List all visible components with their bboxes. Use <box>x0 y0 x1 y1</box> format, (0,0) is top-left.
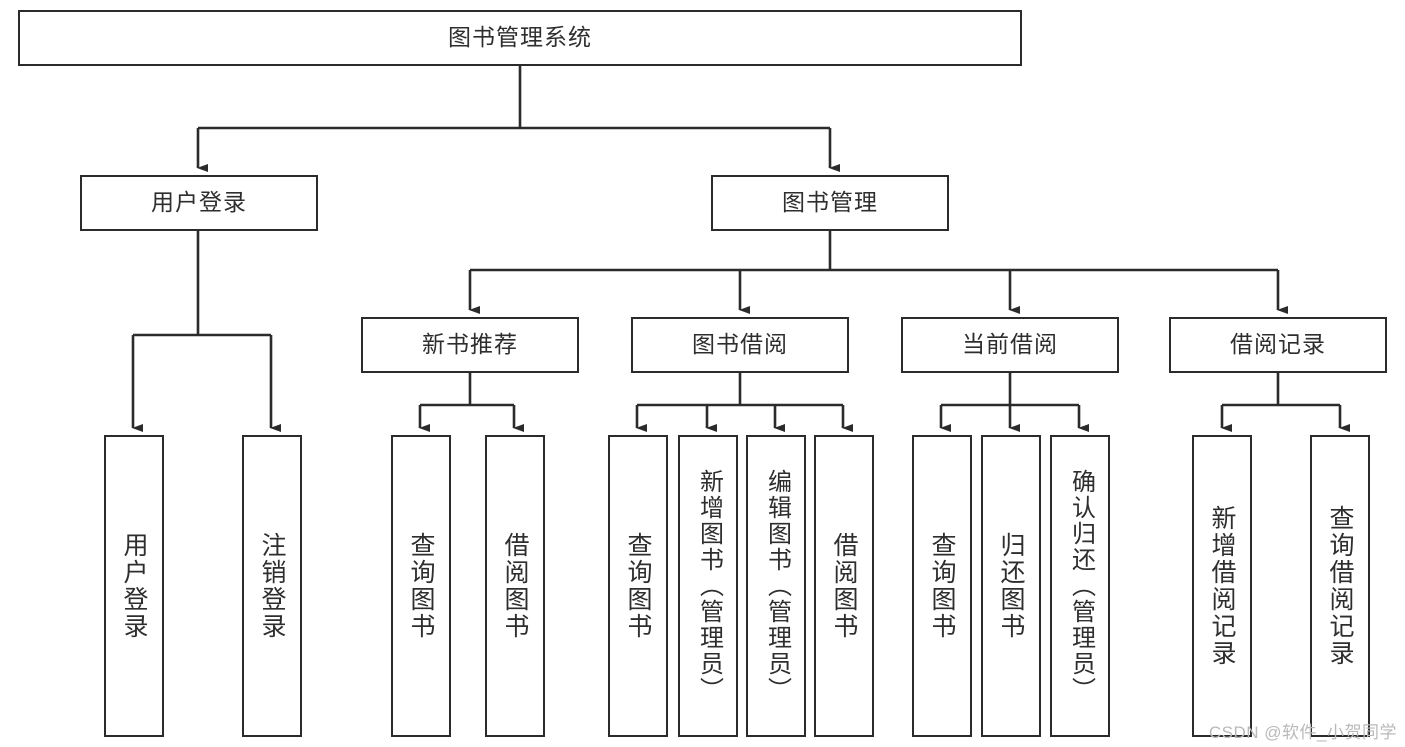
node-book-borrow[interactable]: 图书借阅 <box>631 317 849 373</box>
node-leaf-query-record-label: 查询借阅记录 <box>1326 505 1354 667</box>
node-leaf-add-record-label: 新增借阅记录 <box>1208 505 1236 667</box>
node-borrow-record-label: 借阅记录 <box>1230 331 1326 358</box>
node-leaf-user-login-label: 用户登录 <box>120 532 148 640</box>
node-leaf-return-book-label: 归还图书 <box>997 532 1025 640</box>
node-leaf-user-login[interactable]: 用户登录 <box>104 435 164 737</box>
node-leaf-add-book-label: 新增图书（管理员） <box>695 469 723 703</box>
node-leaf-query-book-3-label: 查询图书 <box>928 532 956 640</box>
node-leaf-confirm-return[interactable]: 确认归还（管理员） <box>1050 435 1110 737</box>
node-leaf-query-record[interactable]: 查询借阅记录 <box>1310 435 1370 737</box>
node-leaf-edit-book-label: 编辑图书（管理员） <box>763 469 791 703</box>
node-leaf-user-logout-label: 注销登录 <box>258 532 286 640</box>
watermark: CSDN @软件_小贺同学 <box>1208 723 1397 742</box>
node-root-label: 图书管理系统 <box>448 24 592 51</box>
node-user-login[interactable]: 用户登录 <box>80 175 318 231</box>
node-leaf-return-book[interactable]: 归还图书 <box>981 435 1041 737</box>
node-book-manage[interactable]: 图书管理 <box>711 175 949 231</box>
node-leaf-user-logout[interactable]: 注销登录 <box>242 435 302 737</box>
node-borrow-record[interactable]: 借阅记录 <box>1169 317 1387 373</box>
node-book-manage-label: 图书管理 <box>782 189 878 216</box>
node-leaf-add-book[interactable]: 新增图书（管理员） <box>678 435 738 737</box>
node-leaf-query-book-2[interactable]: 查询图书 <box>608 435 668 737</box>
node-new-book-recommend[interactable]: 新书推荐 <box>361 317 579 373</box>
node-leaf-borrow-book-1-label: 借阅图书 <box>501 532 529 640</box>
node-leaf-query-book-1-label: 查询图书 <box>407 532 435 640</box>
node-current-borrow-label: 当前借阅 <box>962 331 1058 358</box>
node-book-borrow-label: 图书借阅 <box>692 331 788 358</box>
node-leaf-edit-book[interactable]: 编辑图书（管理员） <box>746 435 806 737</box>
node-leaf-confirm-return-label: 确认归还（管理员） <box>1067 469 1095 703</box>
node-leaf-borrow-book-2-label: 借阅图书 <box>830 532 858 640</box>
node-root[interactable]: 图书管理系统 <box>18 10 1022 66</box>
node-leaf-query-book-3[interactable]: 查询图书 <box>912 435 972 737</box>
node-current-borrow[interactable]: 当前借阅 <box>901 317 1119 373</box>
node-leaf-query-book-2-label: 查询图书 <box>624 532 652 640</box>
node-leaf-add-record[interactable]: 新增借阅记录 <box>1192 435 1252 737</box>
node-leaf-borrow-book-2[interactable]: 借阅图书 <box>814 435 874 737</box>
node-user-login-label: 用户登录 <box>151 189 247 216</box>
node-leaf-query-book-1[interactable]: 查询图书 <box>391 435 451 737</box>
node-new-book-recommend-label: 新书推荐 <box>422 331 518 358</box>
node-leaf-borrow-book-1[interactable]: 借阅图书 <box>485 435 545 737</box>
